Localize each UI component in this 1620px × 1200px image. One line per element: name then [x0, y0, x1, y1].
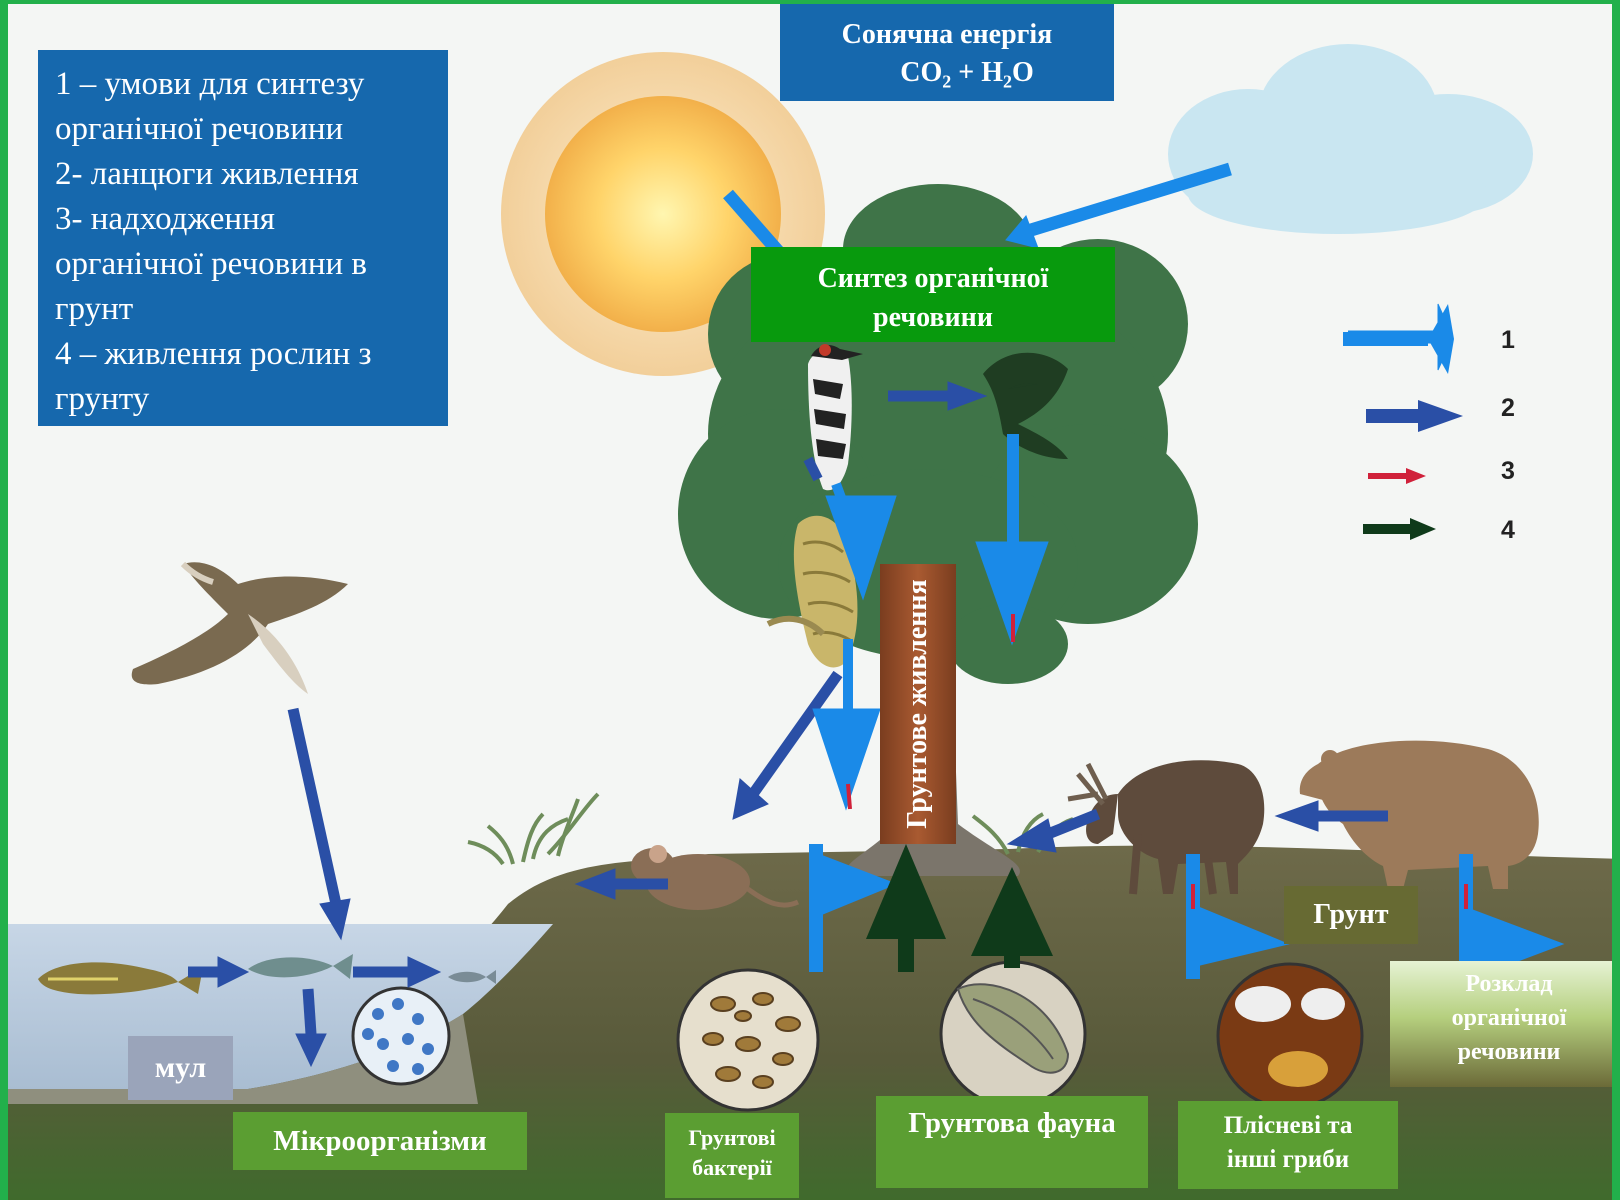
soil-fauna-label: Грунтова фауна	[876, 1096, 1148, 1188]
silt-label: мул	[128, 1036, 233, 1100]
soil-fauna-icon	[941, 962, 1085, 1106]
solar-energy-box: Сонячна енергія CO2 + H2O	[780, 4, 1114, 101]
decomposition-line3: речовини	[1390, 1035, 1620, 1069]
co2-h2o-formula: CO2 + H2O	[780, 54, 1114, 101]
legend-line: органічної речовини	[55, 107, 438, 152]
fungi-line2: інші гриби	[1178, 1143, 1398, 1177]
legend-line: грунт	[55, 287, 438, 332]
decomposition-line2: органічної	[1390, 1001, 1620, 1035]
cloud-icon	[1168, 44, 1533, 234]
decomposition-line1: Розклад	[1390, 967, 1620, 1001]
arrow-legend-num-1: 1	[1501, 326, 1515, 355]
legend-box: 1 – умови для синтезу органічної речовин…	[38, 50, 448, 426]
fungi-label: Плісневі та інші гриби	[1178, 1101, 1398, 1189]
soil-nutrition-label: Грунтове живлення	[880, 564, 956, 844]
soil-bacteria-line2: бактерії	[665, 1153, 799, 1183]
legend-line: 1 – умови для синтезу	[55, 62, 438, 107]
synthesis-box: Синтез органічної речовини	[751, 247, 1115, 342]
synthesis-line2: речовини	[751, 298, 1115, 337]
legend-line: органічної речовини в	[55, 242, 438, 287]
soil-bacteria-line1: Грунтові	[665, 1123, 799, 1153]
hawk-icon	[132, 562, 348, 694]
legend-line: 2- ланцюги живлення	[55, 152, 438, 197]
legend-line: грунту	[55, 377, 438, 422]
solar-energy-title: Сонячна енергія	[780, 16, 1114, 54]
decomposition-label: Розклад органічної речовини	[1390, 961, 1620, 1087]
fungi-line1: Плісневі та	[1178, 1109, 1398, 1143]
legend-line: 3- надходження	[55, 197, 438, 242]
soil-bacteria-icon	[678, 970, 818, 1110]
legend-line: 4 – живлення рослин з	[55, 332, 438, 377]
arrow-legend-num-4: 4	[1501, 516, 1515, 545]
microorganisms-icon	[353, 988, 449, 1084]
microorganisms-label: Мікроорганізми	[233, 1112, 527, 1170]
soil-bacteria-label: Грунтові бактерії	[665, 1113, 799, 1198]
soil-nutrition-text: Грунтове живлення	[902, 564, 934, 844]
soil-label: Грунт	[1284, 886, 1418, 944]
arrow-legend-num-2: 2	[1501, 394, 1515, 423]
arrow-legend	[1343, 304, 1463, 540]
synthesis-line1: Синтез органічної	[751, 259, 1115, 298]
fungi-icon	[1218, 964, 1362, 1108]
arrow-legend-num-3: 3	[1501, 457, 1515, 486]
